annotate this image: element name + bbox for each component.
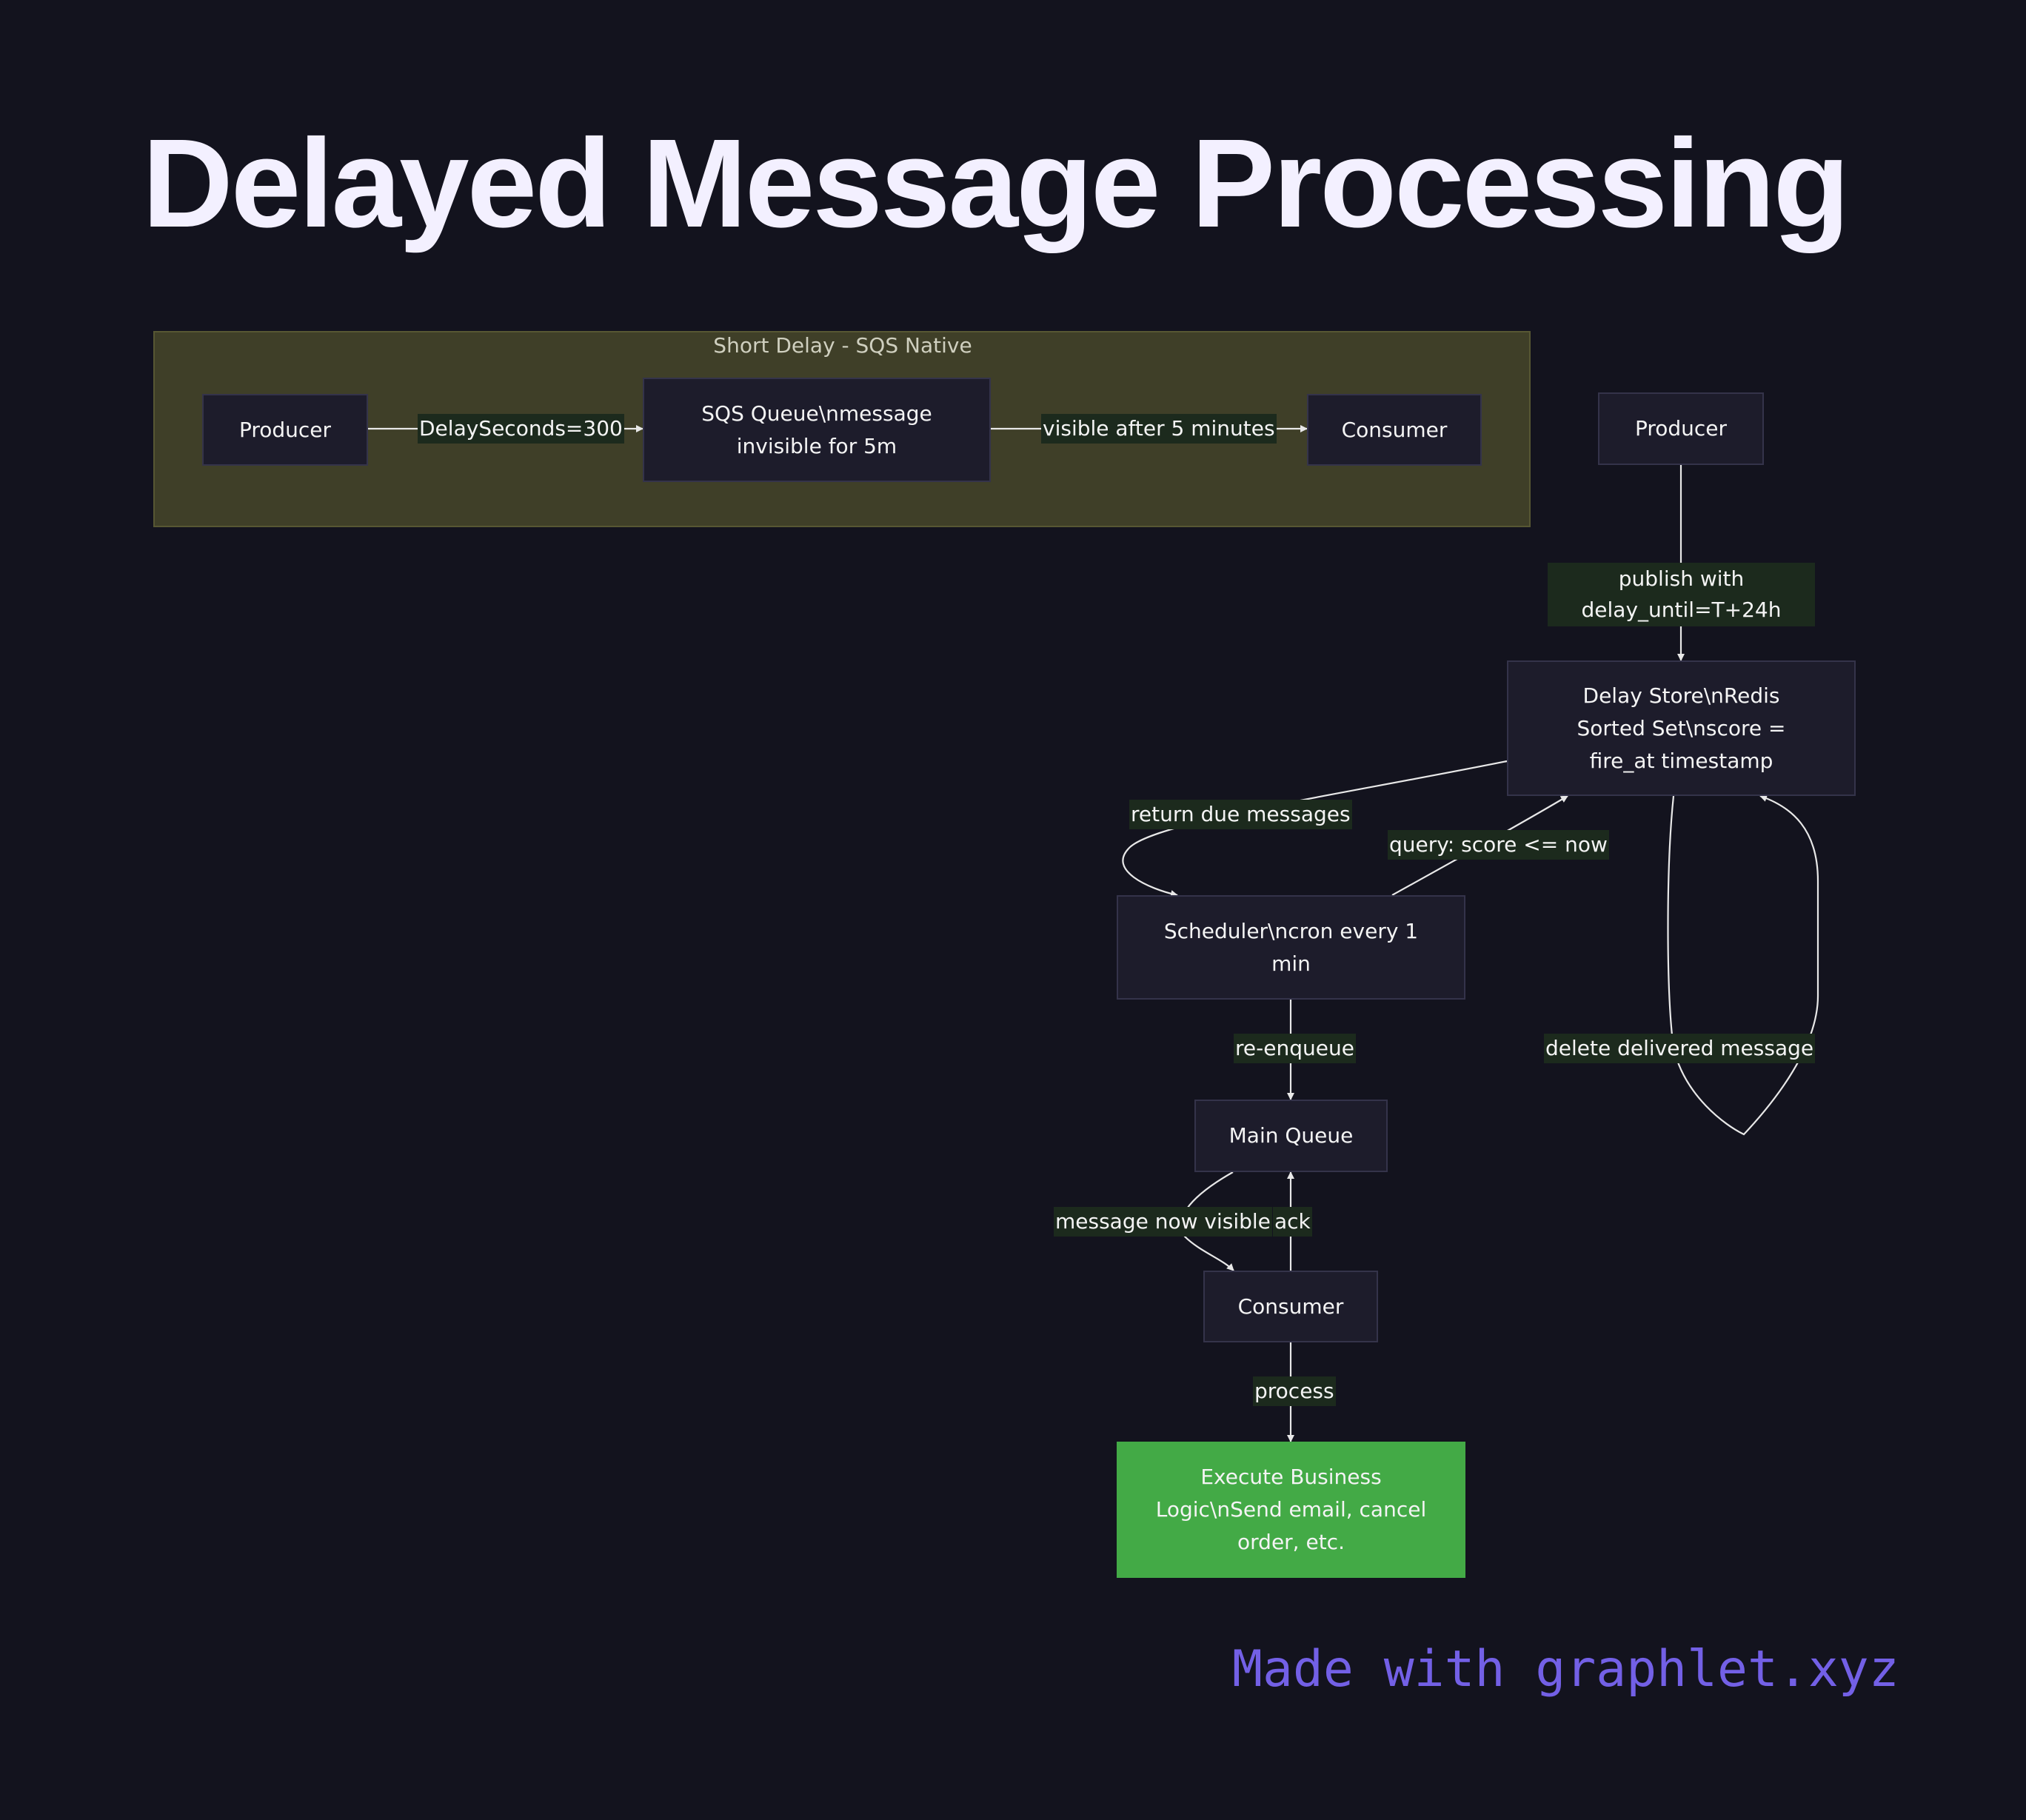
edge-label-return-due: return due messages (1129, 800, 1352, 829)
edge-label-delete-delivered: delete delivered message (1544, 1034, 1816, 1063)
edge-label-publish-with: publish with delay_until=T+24h (1548, 563, 1815, 626)
edge-delaystore-delete-loop (1667, 794, 1819, 1136)
edge-label-visible-after: visible after 5 minutes (1041, 414, 1277, 444)
watermark: Made with graphlet.xyz (1232, 1640, 1899, 1699)
node-main-queue: Main Queue (1194, 1100, 1388, 1172)
cluster-title: Short Delay - SQS Native (713, 333, 972, 358)
node-producer-long: Producer (1598, 392, 1764, 465)
node-scheduler: Scheduler\ncron every 1 min (1117, 895, 1465, 1000)
node-producer-short: Producer (202, 394, 368, 466)
edge-label-process: process (1253, 1376, 1336, 1406)
edge-label-re-enqueue: re-enqueue (1234, 1034, 1356, 1063)
edge-label-delay-seconds: DelaySeconds=300 (418, 414, 624, 444)
node-delay-store: Delay Store\nRedis Sorted Set\nscore = f… (1507, 660, 1856, 796)
edge-label-ack: ack (1273, 1207, 1312, 1237)
node-execute-business-logic: Execute Business Logic\nSend email, canc… (1117, 1442, 1465, 1578)
page-title: Delayed Message Processing (142, 113, 1850, 254)
edge-label-message-visible: message now visible (1054, 1207, 1272, 1237)
edge-label-query-score: query: score <= now (1388, 830, 1609, 860)
node-sqs-queue: SQS Queue\nmessage invisible for 5m (643, 378, 991, 482)
node-consumer-long: Consumer (1203, 1271, 1378, 1342)
edge-delaystore-to-scheduler (1122, 760, 1508, 897)
node-consumer-short: Consumer (1307, 394, 1482, 466)
